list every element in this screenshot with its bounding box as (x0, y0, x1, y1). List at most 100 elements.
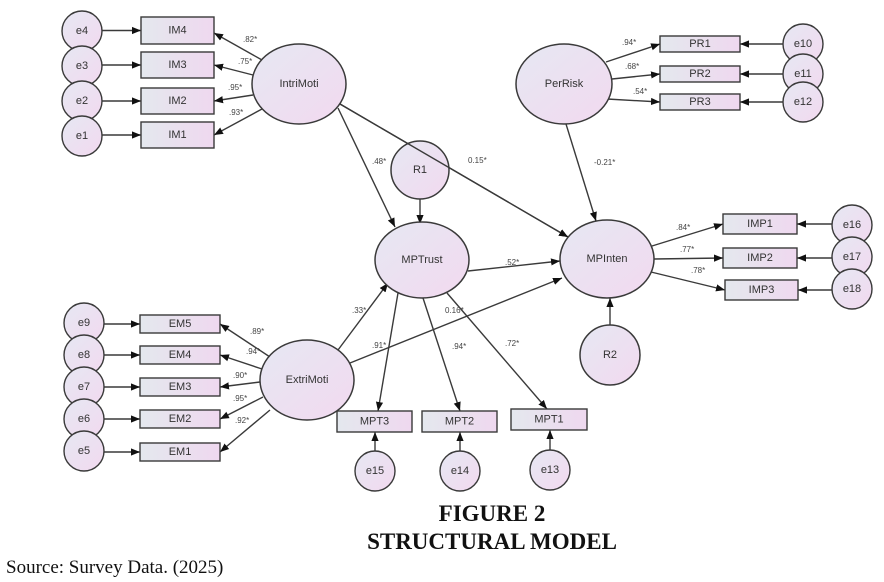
latent-label-intrimoti: IntriMoti (279, 78, 318, 90)
error-term-label-e12: e12 (794, 96, 812, 108)
figure-number: FIGURE 2 (438, 501, 546, 526)
indicator-label-pr3: PR3 (689, 96, 710, 108)
loading-arrow-em2 (219, 396, 264, 420)
indicator-box-pr1 (659, 35, 741, 53)
indicator-label-em1: EM1 (169, 446, 192, 458)
error-term-label-e8: e8 (78, 349, 90, 361)
error-term-e1 (61, 115, 103, 157)
indicator-label-im4: IM4 (168, 25, 186, 37)
indicator-label-em5: EM5 (169, 318, 192, 330)
loading-value-im4: .82* (243, 35, 257, 44)
indicator-label-pr2: PR2 (689, 68, 710, 80)
path-coefficient-mptrust-mpinten: .52* (505, 258, 519, 267)
indicator-box-pr2 (659, 65, 741, 83)
error-term-label-e17: e17 (843, 251, 861, 263)
indicator-box-em1 (139, 442, 221, 462)
residual-label-r2: R2 (603, 349, 617, 361)
loading-arrow-em1 (219, 409, 271, 453)
path-intrimoti-to-mptrust (337, 107, 396, 228)
error-term-label-e13: e13 (541, 464, 559, 476)
indicator-box-imp3 (724, 279, 799, 301)
loading-arrow-imp1 (651, 223, 724, 247)
loading-value-em5: .89* (250, 327, 264, 336)
error-term-label-e2: e2 (76, 95, 88, 107)
indicator-box-pr3 (659, 93, 741, 111)
path-coefficient-intrimoti-mptrust: .48* (372, 157, 386, 166)
latent-mpinten (559, 219, 655, 299)
indicator-box-im1 (140, 121, 215, 149)
indicator-label-im3: IM3 (168, 59, 186, 71)
loading-value-imp1: .84* (676, 223, 690, 232)
loading-value-em2: .95* (233, 394, 247, 403)
error-term-label-e14: e14 (451, 465, 469, 477)
error-term-label-e18: e18 (843, 283, 861, 295)
indicator-box-im3 (140, 51, 215, 79)
error-term-label-e15: e15 (366, 465, 384, 477)
indicator-box-imp2 (722, 247, 798, 269)
loading-value-pr3: .54* (633, 87, 647, 96)
loading-value-im2: .95* (228, 83, 242, 92)
loading-arrow-mpt3 (375, 292, 399, 412)
error-term-label-e6: e6 (78, 413, 90, 425)
path-mptrust-to-mpinten (467, 258, 561, 272)
indicator-label-mpt2: MPT2 (445, 416, 474, 428)
latent-perrisk (515, 43, 613, 125)
loading-value-mpt3: .91* (372, 341, 386, 350)
loading-arrow-em3 (219, 381, 261, 390)
path-coefficient-extrimoti-mpinten: 0.16* (445, 306, 464, 315)
indicator-label-im2: IM2 (168, 95, 186, 107)
error-term-label-e3: e3 (76, 60, 88, 72)
loading-value-em4: .94* (246, 347, 260, 356)
error-term-label-e11: e11 (794, 68, 812, 80)
indicator-label-imp1: IMP1 (747, 218, 773, 230)
loading-value-imp2: .77* (680, 245, 694, 254)
loading-arrow-em4 (219, 354, 263, 370)
indicator-box-em2 (139, 409, 221, 429)
indicator-box-mpt3 (336, 410, 413, 433)
latent-label-mpinten: MPInten (587, 253, 628, 265)
latent-label-extrimoti: ExtriMoti (286, 374, 329, 386)
loading-arrow-im1 (213, 108, 263, 136)
loading-arrow-imp2 (653, 254, 724, 262)
path-coefficient-intrimoti-mpinten: 0.15* (468, 156, 487, 165)
latent-label-perrisk: PerRisk (545, 78, 584, 90)
error-term-label-e10: e10 (794, 38, 812, 50)
error-term-e12 (782, 81, 824, 123)
loading-arrow-im4 (213, 32, 263, 61)
latent-intrimoti (251, 43, 347, 125)
loading-arrow-pr3 (606, 97, 661, 106)
latent-mptrust (374, 221, 470, 299)
indicator-label-imp3: IMP3 (749, 284, 775, 296)
path-coefficient-perrisk-mpinten: -0.21* (594, 158, 615, 167)
loading-value-mpt1: .72* (505, 339, 519, 348)
loading-value-imp3: .78* (691, 266, 705, 275)
indicator-box-mpt2 (421, 410, 498, 433)
loading-value-pr1: .94* (622, 38, 636, 47)
indicator-label-imp2: IMP2 (747, 252, 773, 264)
latent-label-mptrust: MPTrust (401, 254, 442, 266)
error-term-label-e4: e4 (76, 25, 88, 37)
indicator-box-imp1 (722, 213, 798, 235)
loading-value-pr2: .68* (625, 62, 639, 71)
loading-value-mpt2: .94* (452, 342, 466, 351)
indicator-box-im4 (140, 16, 215, 45)
indicator-label-em2: EM2 (169, 413, 192, 425)
path-overlay-intrimoti-mpinten (339, 103, 569, 238)
indicator-label-mpt3: MPT3 (360, 416, 389, 428)
path-extrimoti-to-mptrust (337, 282, 389, 351)
loading-arrow-mpt1 (446, 292, 548, 410)
residual-label-r1: R1 (413, 164, 427, 176)
loading-arrow-imp3 (650, 271, 726, 292)
loading-value-em1: .92* (235, 416, 249, 425)
indicator-label-em4: EM4 (169, 349, 192, 361)
loading-value-im3: .75* (238, 57, 252, 66)
path-perrisk-to-mpinten (565, 123, 597, 222)
indicator-box-em4 (139, 345, 221, 365)
figure-title: STRUCTURAL MODEL (367, 529, 617, 554)
indicator-label-im1: IM1 (168, 129, 186, 141)
error-term-label-e7: e7 (78, 381, 90, 393)
loading-arrow-em5 (219, 323, 271, 358)
error-term-e5 (63, 430, 105, 472)
path-coefficient-extrimoti-mptrust: .33* (352, 306, 366, 315)
error-term-label-e5: e5 (78, 445, 90, 457)
